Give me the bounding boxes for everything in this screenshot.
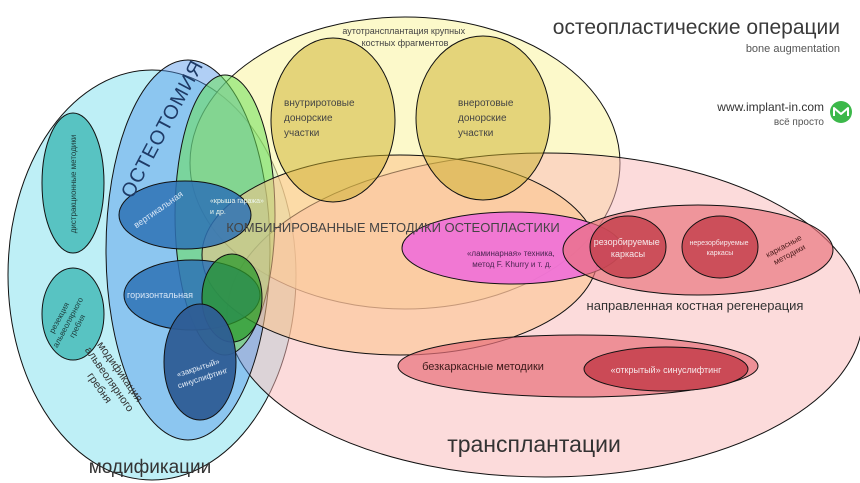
intraoral-ellipse (270, 37, 396, 203)
intraoral-label: внутриротовые донорские участки (284, 98, 357, 139)
resection-ellipse (41, 267, 105, 361)
extraoral-ellipse (415, 35, 551, 201)
resorbable-ellipse (589, 215, 667, 279)
frameless-label: безкаркасные методики (422, 361, 544, 373)
nonresorbable-ellipse (681, 215, 759, 279)
open-sinus-ellipse (583, 346, 749, 392)
open-sinus-label: «открытый» синуслифтинг (611, 365, 722, 375)
distraction-label: дистракционные методики (69, 135, 78, 234)
roof-label: «крыша гаража» и др. (210, 198, 266, 216)
modifications-label: модификации (89, 457, 212, 478)
transplants-label: трансплантации (447, 431, 621, 457)
horizontal-label: горизонтальная (127, 290, 193, 300)
brand-url: www.implant-in.com (716, 100, 824, 114)
autotransplant-label: аутотрансплантация крупных костных фрагм… (342, 26, 467, 48)
nonresorbable-label: нерезорбируемые каркасы (689, 239, 750, 257)
combined-label: КОМБИНИРОВАННЫЕ МЕТОДИКИ ОСТЕОПЛАСТИКИ (226, 220, 560, 235)
distraction-ellipse (41, 112, 105, 254)
vertical-ellipse (118, 180, 252, 250)
laminar-label: «ламинарная» техника, метод F. Khurry и … (467, 249, 557, 269)
diagram-subtitle: bone augmentation (746, 43, 840, 55)
implant-in-logo-icon[interactable] (830, 101, 852, 123)
brand-slogan: всё просто (774, 117, 825, 128)
resorbable-label: резорбируемые каркасы (594, 237, 663, 259)
extraoral-label: внеротовые донорские участки (458, 98, 516, 139)
closed-sinus-ellipse (163, 303, 237, 421)
gbr-label: направленная костная регенерация (587, 298, 804, 313)
diagram-title: остеопластические операции (553, 16, 840, 39)
